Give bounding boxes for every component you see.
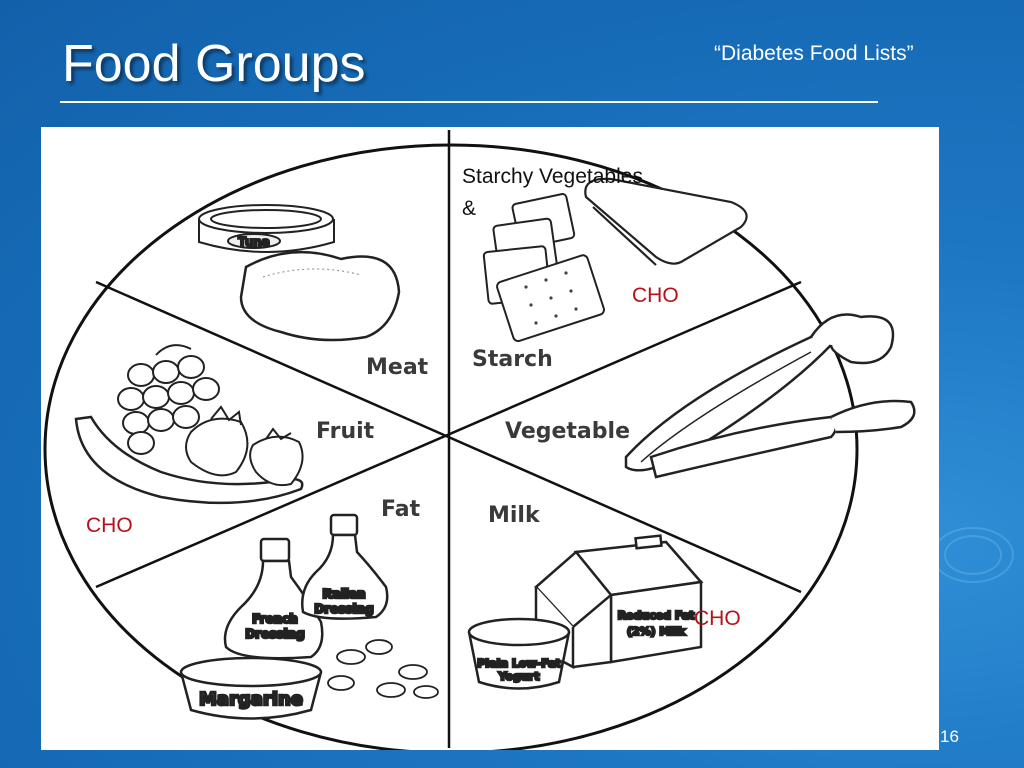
banana-icon: [74, 415, 304, 505]
peanuts-icon: [327, 639, 439, 699]
french-dressing-label-line2: Dressing: [245, 627, 305, 641]
plate-divider: [95, 280, 802, 589]
cho-label-starch: CHO: [632, 284, 679, 307]
milk-carton-label-line2: (2%) Milk: [627, 625, 686, 638]
margarine-label: Margarine: [199, 689, 303, 710]
plate-drawing: Tuna: [43, 130, 916, 750]
section-label-meat: Meat: [366, 355, 429, 380]
food-plate-illustration: Tuna: [41, 127, 939, 750]
crackers-icon: [482, 193, 605, 343]
french-dressing-label-line1: French: [252, 612, 298, 626]
section-label-fruit: Fruit: [316, 419, 375, 444]
grapes-icon: [117, 344, 220, 455]
starchy-vegetables-note-line2: &: [462, 197, 477, 220]
starchy-vegetables-note-line1: Starchy Vegetables: [462, 165, 643, 188]
steak-icon: [239, 250, 401, 342]
section-label-milk: Milk: [488, 503, 540, 528]
water-ripple-decoration: [932, 527, 1014, 583]
margarine-tub-icon: Margarine: [179, 656, 323, 720]
yogurt-label-line2: Yogurt: [498, 670, 540, 683]
yogurt-cup-icon: Plain Low-Fat Yogurt: [467, 617, 571, 690]
celery-icon: [624, 313, 895, 472]
bread-slice-icon: [584, 177, 748, 266]
yogurt-label-line1: Plain Low-Fat: [477, 657, 561, 670]
italian-dressing-bottle-icon: Italian Dressing: [301, 513, 389, 620]
cho-label-fruit: CHO: [86, 514, 133, 537]
milk-carton-label-line1: Reduced Fat: [618, 609, 695, 622]
slide-page-number: 16: [940, 727, 959, 746]
tuna-label: Tuna: [238, 235, 270, 249]
italian-dressing-label-line1: Italian: [322, 587, 365, 601]
french-dressing-bottle-icon: French Dressing: [223, 537, 324, 660]
slide-subtitle: “Diabetes Food Lists”: [714, 42, 914, 65]
plate-divider: [95, 280, 802, 594]
cho-label-milk: CHO: [694, 607, 741, 630]
slide-title: Food Groups: [62, 35, 366, 93]
carrot-icon: [649, 399, 916, 479]
section-label-vegetable: Vegetable: [505, 419, 630, 444]
strawberries-icon: [185, 405, 304, 487]
title-underline: [60, 101, 878, 103]
italian-dressing-label-line2: Dressing: [314, 602, 374, 616]
tuna-can-icon: Tuna: [198, 204, 335, 253]
section-label-starch: Starch: [472, 347, 553, 372]
section-label-fat: Fat: [381, 497, 421, 522]
